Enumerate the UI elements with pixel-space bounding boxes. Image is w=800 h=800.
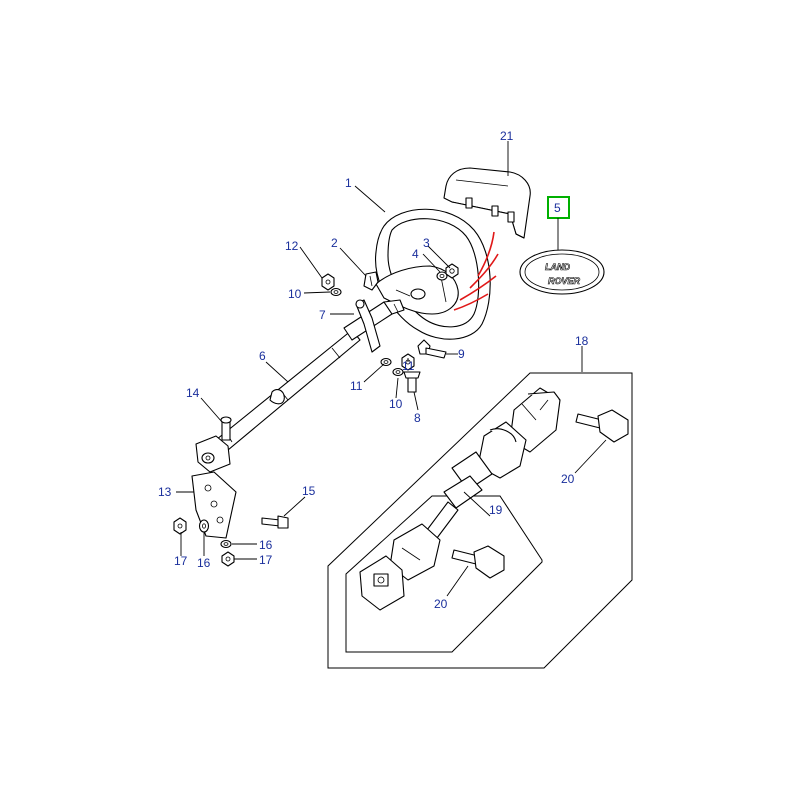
nut-17-right — [221, 551, 235, 567]
callout-4: 4 — [412, 247, 419, 261]
badge-text-land: LAND — [545, 262, 570, 272]
callout-12: 12 — [285, 239, 299, 253]
bolt-8 — [403, 371, 421, 393]
horn-pad-21 — [443, 167, 531, 239]
bolt-15 — [261, 515, 289, 529]
washer-10-upper — [330, 287, 342, 297]
callout-16-right: 16 — [259, 538, 273, 552]
callout-20-upper: 20 — [561, 472, 575, 486]
washer-10-lower — [392, 367, 404, 377]
pinch-bolt-20-lower — [451, 545, 505, 579]
callout-5: 5 — [554, 201, 561, 215]
steering-wheel — [375, 208, 491, 340]
group-box-19 — [345, 495, 543, 653]
callout-2: 2 — [331, 236, 338, 250]
callout-6: 6 — [259, 349, 266, 363]
group-box-18 — [327, 372, 633, 669]
callout-11-right: 11 — [402, 359, 415, 373]
callout-8: 8 — [414, 411, 421, 425]
upper-universal-joint — [477, 387, 561, 479]
clip-2 — [363, 271, 379, 291]
callout-18: 18 — [575, 334, 589, 348]
badge-text-rover: ROVER — [548, 276, 581, 286]
callout-5-highlight — [547, 196, 570, 219]
bracket-13 — [191, 471, 237, 539]
callout-21: 21 — [500, 129, 514, 143]
washer-16-right — [220, 539, 232, 549]
callout-19: 19 — [489, 503, 503, 517]
washer-4 — [436, 271, 448, 281]
lower-mount-saddle — [195, 435, 231, 473]
washer-11-lower-left — [380, 357, 392, 367]
callout-3: 3 — [423, 236, 430, 250]
callout-10-lower: 10 — [389, 397, 403, 411]
callout-labels: 1 2 3 4 5 6 7 8 9 10 10 11 11 12 13 14 1… — [158, 129, 589, 611]
callout-14: 14 — [186, 386, 200, 400]
pinch-bolt-20-upper — [575, 409, 629, 443]
callout-7: 7 — [319, 308, 326, 322]
bracket-7 — [355, 299, 381, 353]
horn-wire-lines — [453, 231, 499, 311]
leader-lines — [176, 141, 607, 597]
callout-10-upper: 10 — [288, 287, 302, 301]
callout-17-right: 17 — [259, 553, 273, 567]
callout-16-left: 16 — [197, 556, 211, 570]
nut-12 — [321, 273, 335, 291]
bolt-14 — [220, 416, 232, 441]
callout-11-left: 11 — [350, 379, 363, 393]
nut-17-left — [173, 517, 187, 535]
callout-13: 13 — [158, 485, 172, 499]
callout-9: 9 — [458, 347, 465, 361]
washer-16-left — [198, 519, 210, 533]
callout-17-left: 17 — [174, 554, 188, 568]
land-rover-badge: LAND ROVER — [519, 249, 605, 295]
bolt-9 — [417, 339, 447, 359]
lower-universal-joint — [359, 523, 441, 611]
callout-1: 1 — [345, 176, 352, 190]
intermediate-shaft — [423, 451, 493, 543]
callout-15: 15 — [302, 484, 316, 498]
steering-column-6 — [205, 299, 405, 461]
callout-20-lower: 20 — [434, 597, 448, 611]
